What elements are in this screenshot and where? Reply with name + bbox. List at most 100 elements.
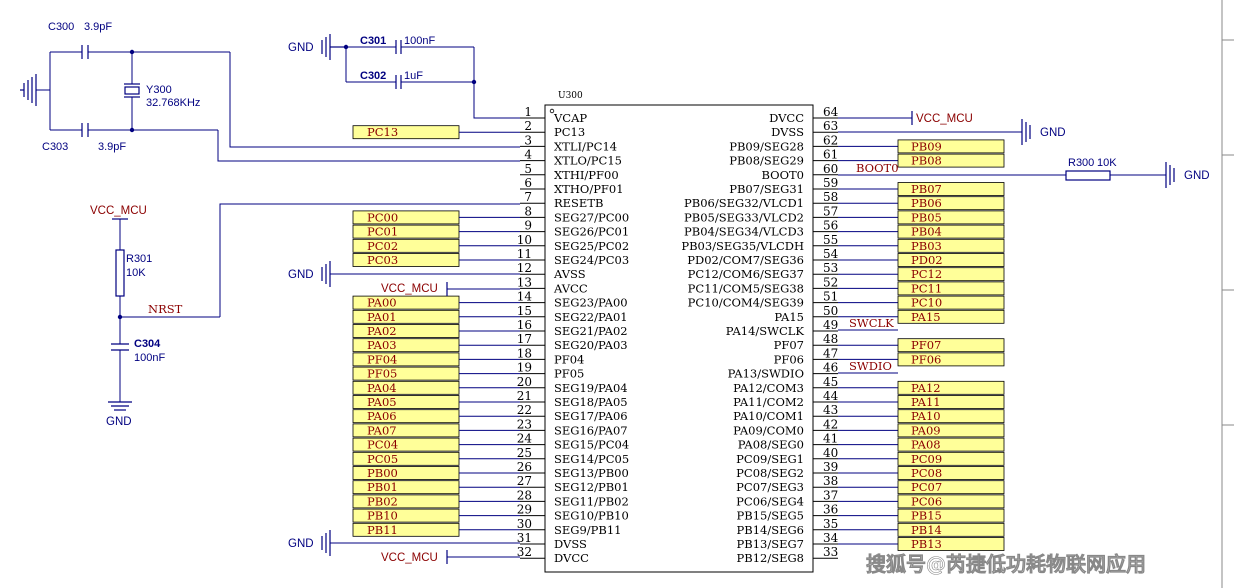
pin-number: 17 <box>517 332 532 346</box>
pin-number: 52 <box>823 275 838 289</box>
chip-designator: U300 <box>558 91 583 101</box>
net-port-label: PB08 <box>911 154 942 168</box>
r301-value: 10K <box>126 267 146 279</box>
pin-name: PD02/COM7/SEG36 <box>687 253 804 267</box>
vcc-mcu-label: VCC_MCU <box>381 283 438 295</box>
pin-name: DVCC <box>554 551 589 565</box>
net-port <box>897 281 1005 296</box>
net-port-label: PA10 <box>911 409 941 423</box>
r300-designator: R300 <box>1068 157 1094 169</box>
gnd-label: GND <box>106 416 132 428</box>
net-port-label: PF05 <box>367 367 397 381</box>
net-port-label: PB02 <box>367 494 398 508</box>
net-port-label: PA06 <box>367 409 397 423</box>
c300-value: 3.9pF <box>84 21 112 33</box>
pin-number: 1 <box>524 105 532 119</box>
net-port-label: PC02 <box>367 239 398 253</box>
reset-circuit: VCC_MCU R301 10K NRST C304 100nF GND <box>90 203 520 428</box>
net-port <box>897 267 1005 282</box>
pin-number: 13 <box>517 275 532 289</box>
pin-name: XTLI/PC14 <box>554 139 617 153</box>
net-port-label: PC03 <box>367 253 398 267</box>
net-port-label: PA07 <box>367 423 397 437</box>
net-port-label: PA12 <box>911 381 941 395</box>
pin-number: 47 <box>823 346 838 360</box>
net-port-label: PC10 <box>911 296 942 310</box>
pin-number: 43 <box>823 403 838 417</box>
net-port <box>897 295 1005 310</box>
pin-name: PC06/SEG4 <box>736 494 804 508</box>
net-port-label: PB03 <box>911 239 942 253</box>
boot0-label: BOOT0 <box>856 161 899 175</box>
net-port <box>897 466 1005 480</box>
c300-designator: C300 <box>48 21 74 33</box>
pin-number: 46 <box>823 361 838 375</box>
net-port-label: PA09 <box>911 423 941 437</box>
net-port <box>897 508 1005 523</box>
net-port-label: PC09 <box>911 452 942 466</box>
pin-name: PB13/SEG7 <box>737 537 804 551</box>
pin-number: 4 <box>524 148 532 162</box>
pin-name: PB09/SEG28 <box>729 139 804 153</box>
net-port-label: PC08 <box>911 466 942 480</box>
gnd-symbol <box>1021 119 1031 145</box>
pin-number: 11 <box>517 247 532 261</box>
net-port <box>897 153 1005 168</box>
pin-number: 58 <box>823 190 838 204</box>
vcc-mcu-label: VCC_MCU <box>90 205 147 217</box>
c302-value: 1uF <box>404 70 423 82</box>
pin-number: 31 <box>517 531 532 545</box>
pin-name: PF07 <box>774 338 804 352</box>
gnd-label: GND <box>1184 170 1210 182</box>
r301-designator: R301 <box>126 253 152 265</box>
pin-name: PB07/SEG31 <box>729 182 804 196</box>
pin-name: SEG13/PB00 <box>554 466 629 480</box>
pin-name: AVCC <box>553 281 588 295</box>
watermark: 搜狐号@芮捷低功耗物联网应用 <box>866 552 1146 576</box>
pin-name: PB14/SEG6 <box>737 523 804 537</box>
pin-number: 63 <box>823 119 838 133</box>
pin-number: 18 <box>517 346 532 360</box>
c303-designator: C303 <box>42 141 68 153</box>
pin-number: 9 <box>524 219 532 233</box>
net-port-label: PB14 <box>911 523 942 537</box>
y300-value: 32.768KHz <box>146 97 200 109</box>
pin-name: DVCC <box>769 111 804 125</box>
pin-name: SEG10/PB10 <box>554 509 629 523</box>
pin-number: 15 <box>517 304 532 318</box>
pin-name: SEG12/PB01 <box>554 480 629 494</box>
pin-name: PC09/SEG1 <box>736 452 804 466</box>
net-port <box>897 395 1005 409</box>
pin-number: 48 <box>823 332 838 346</box>
net-port <box>897 537 1005 551</box>
pin-name: DVSS <box>771 125 804 139</box>
pin-name: PA15 <box>774 310 804 324</box>
pin-number: 25 <box>517 446 532 460</box>
pin-name: PA08/SEG0 <box>738 438 804 452</box>
pin-number: 34 <box>823 531 839 545</box>
net-port-label: PC00 <box>367 210 398 224</box>
pin-number: 61 <box>823 148 838 162</box>
net-port-label: PC05 <box>367 452 398 466</box>
net-port <box>897 253 1005 267</box>
pin-name: SEG17/PA06 <box>554 409 628 423</box>
gnd-symbol <box>321 261 331 287</box>
net-port <box>897 451 1005 466</box>
pin-name: PC12/COM6/SEG37 <box>688 267 804 281</box>
pin-name: SEG24/PC03 <box>554 253 629 267</box>
pin-number: 50 <box>823 304 838 318</box>
gnd-symbol <box>108 401 132 411</box>
pin-name: SEG18/PA05 <box>554 395 628 409</box>
pin-number: 49 <box>823 318 838 332</box>
pin-name: SEG9/PB11 <box>554 523 621 537</box>
net-port <box>897 182 1005 196</box>
gnd-label: GND <box>1040 127 1066 139</box>
pin-name: PA14/SWCLK <box>726 324 805 338</box>
net-port-label: PF04 <box>367 352 397 366</box>
pin-name: SEG26/PC01 <box>554 225 629 239</box>
pin-name: BOOT0 <box>761 168 804 182</box>
pin-number: 6 <box>524 176 532 190</box>
pin-number: 56 <box>823 219 838 233</box>
pin-name: PC11/COM5/SEG38 <box>688 281 804 295</box>
